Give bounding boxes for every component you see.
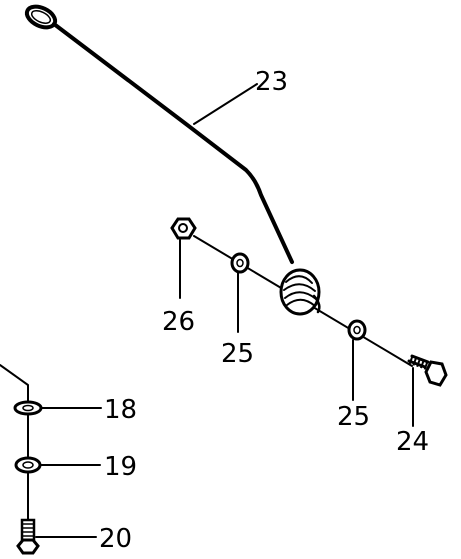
washer-part-upper xyxy=(230,252,250,274)
bolt-part-20 xyxy=(16,518,40,555)
washer-part-18 xyxy=(13,400,43,416)
callout-25-upper: 25 xyxy=(221,339,254,369)
callout-19: 19 xyxy=(104,452,137,482)
callout-23: 23 xyxy=(255,67,288,97)
bolt-part xyxy=(407,354,448,387)
callout-18: 18 xyxy=(104,395,137,425)
nut-part xyxy=(170,217,197,240)
washer-part-lower xyxy=(347,319,367,341)
callout-20: 20 xyxy=(99,524,132,554)
callout-25-lower: 25 xyxy=(337,402,370,432)
callout-26: 26 xyxy=(162,307,195,337)
spring-rod-part xyxy=(24,4,294,264)
washer-part-19 xyxy=(14,456,42,474)
left-parts-stack xyxy=(0,364,43,555)
coil-spring-part xyxy=(279,268,321,316)
leader-lines xyxy=(35,83,414,538)
callout-24: 24 xyxy=(396,427,429,457)
